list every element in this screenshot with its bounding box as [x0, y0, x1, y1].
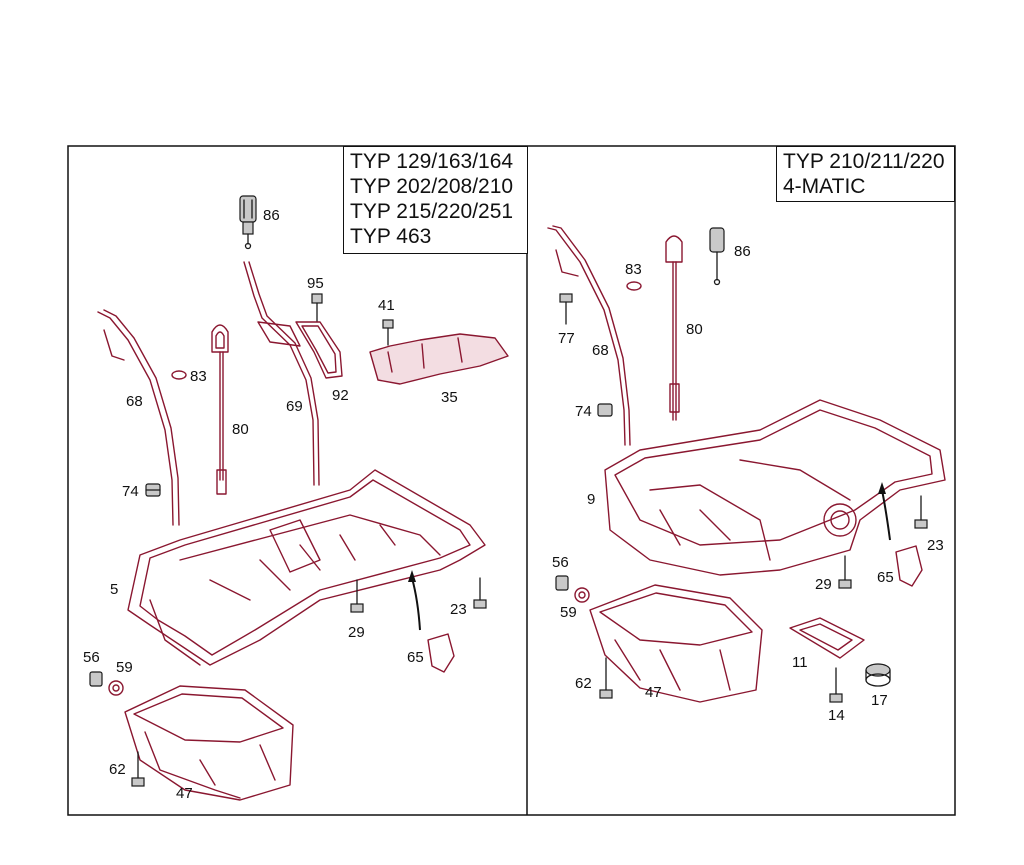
type-line: TYP 463 [350, 225, 432, 248]
callout-56: 56 [83, 649, 100, 666]
callout-29-right: 29 [815, 576, 832, 593]
callout-47-right: 47 [645, 684, 662, 701]
callout-47: 47 [176, 785, 193, 802]
callout-80-right: 80 [686, 321, 703, 338]
callout-83: 83 [190, 368, 207, 385]
gasket-92 [295, 321, 343, 379]
callout-9: 9 [587, 491, 596, 508]
type-box-right: TYP 210/211/220 4-MATIC [776, 146, 955, 202]
callout-74-right: 74 [575, 403, 592, 420]
type-box-left: TYP 129/163/164 TYP 202/208/210 TYP 215/… [343, 146, 528, 254]
callout-65-right: 65 [877, 569, 894, 586]
callout-77: 77 [558, 330, 575, 347]
callout-65: 65 [407, 649, 424, 666]
callout-68-right: 68 [592, 342, 609, 359]
callout-23: 23 [450, 601, 467, 618]
callout-17: 17 [871, 692, 888, 709]
callout-23-right: 23 [927, 537, 944, 554]
bolt-62-left [131, 751, 145, 787]
lower-oil-pan-47-left [124, 685, 294, 801]
callout-83-right: 83 [625, 261, 642, 278]
guide-tube-68-right [547, 227, 626, 446]
callout-86-right: 86 [734, 243, 751, 260]
type-line: 4-MATIC [783, 175, 866, 198]
callout-14: 14 [828, 707, 845, 724]
guide-tube-68 [97, 311, 174, 526]
type-line: TYP 129/163/164 [350, 150, 514, 173]
callout-5: 5 [110, 581, 119, 598]
callout-68: 68 [126, 393, 143, 410]
callout-69: 69 [286, 398, 303, 415]
callout-41: 41 [378, 297, 395, 314]
callout-35: 35 [441, 389, 458, 406]
callout-74: 74 [122, 483, 139, 500]
dipstick-80 [211, 324, 229, 495]
bolt-41 [382, 319, 394, 346]
left-panel-drawing [89, 195, 509, 801]
callout-11: 11 [792, 654, 808, 671]
callout-62-right: 62 [575, 675, 592, 692]
callout-56-right: 56 [552, 554, 569, 571]
plug-74 [145, 483, 161, 497]
callout-92: 92 [332, 387, 349, 404]
baffle-35 [369, 333, 509, 385]
callout-59: 59 [116, 659, 133, 676]
callout-80: 80 [232, 421, 249, 438]
bolt-95 [311, 293, 323, 323]
type-line: TYP 202/208/210 [350, 175, 514, 198]
type-line: TYP 210/211/220 [783, 150, 945, 173]
gasket-11 [789, 617, 865, 659]
callout-62: 62 [109, 761, 126, 778]
right-panel-drawing [547, 225, 946, 703]
callout-86: 86 [263, 207, 280, 224]
callout-29: 29 [348, 624, 365, 641]
callout-95: 95 [307, 275, 324, 292]
bolt-29-left [350, 579, 364, 613]
cover-65-left [427, 633, 455, 673]
upper-oil-pan-9 [604, 399, 946, 576]
callout-59-right: 59 [560, 604, 577, 621]
bolt-23-left [473, 577, 487, 609]
type-line: TYP 215/220/251 [350, 200, 514, 223]
upper-oil-pan-5 [127, 469, 486, 666]
oil-level-sensor-86 [239, 195, 257, 250]
lower-oil-pan-47-right [589, 584, 763, 703]
